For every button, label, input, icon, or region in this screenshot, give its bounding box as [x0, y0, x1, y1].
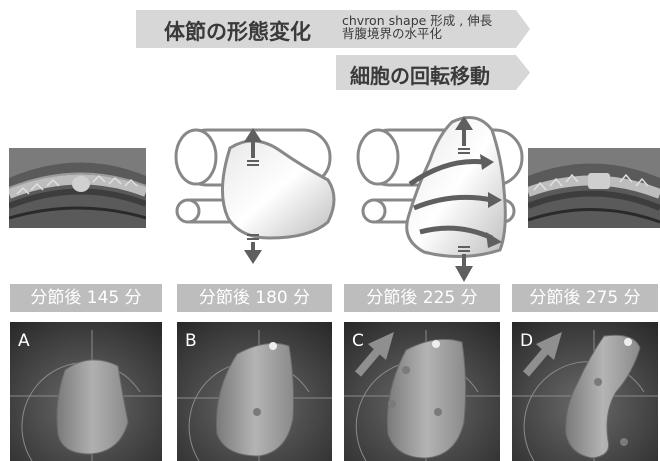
- embryo-photo-left: [9, 148, 146, 228]
- banner-somite-morphology: 体節の形態変化 chvron shape 形成 , 伸長 背腹境界の水平化: [136, 10, 530, 48]
- stage-label-b-text: 分節後 180 分: [199, 288, 310, 308]
- panel-letter-d: D: [520, 331, 533, 351]
- panel-letter-a: A: [18, 331, 30, 351]
- stage-label-d-text: 分節後 275 分: [529, 288, 640, 308]
- stage-label-c: 分節後 225 分: [344, 284, 500, 312]
- render-panel-d: D: [512, 322, 658, 461]
- banner-title: 体節の形態変化: [164, 16, 311, 46]
- render-panel-c: C: [344, 322, 500, 461]
- banner-cell-rotation-title: 細胞の回転移動: [350, 60, 490, 89]
- banner-cell-rotation: 細胞の回転移動: [336, 55, 530, 90]
- somite-schematic-right: [352, 100, 542, 290]
- banner-subtitle-line2: 背腹境界の水平化: [342, 26, 442, 41]
- stage-label-a: 分節後 145 分: [10, 284, 162, 312]
- render-panel-b: B: [177, 322, 332, 461]
- stage-label-c-text: 分節後 225 分: [366, 288, 477, 308]
- embryo-photo-right: [528, 148, 660, 228]
- stage-label-d: 分節後 275 分: [512, 284, 658, 312]
- stage-label-a-text: 分節後 145 分: [30, 288, 141, 308]
- somite-schematic-left: [160, 110, 350, 270]
- stage-label-b: 分節後 180 分: [177, 284, 332, 312]
- banner-subtitle: chvron shape 形成 , 伸長 背腹境界の水平化: [342, 14, 492, 40]
- panel-letter-b: B: [185, 331, 197, 351]
- panel-letter-c: C: [352, 331, 364, 351]
- render-panel-a: A: [10, 322, 162, 461]
